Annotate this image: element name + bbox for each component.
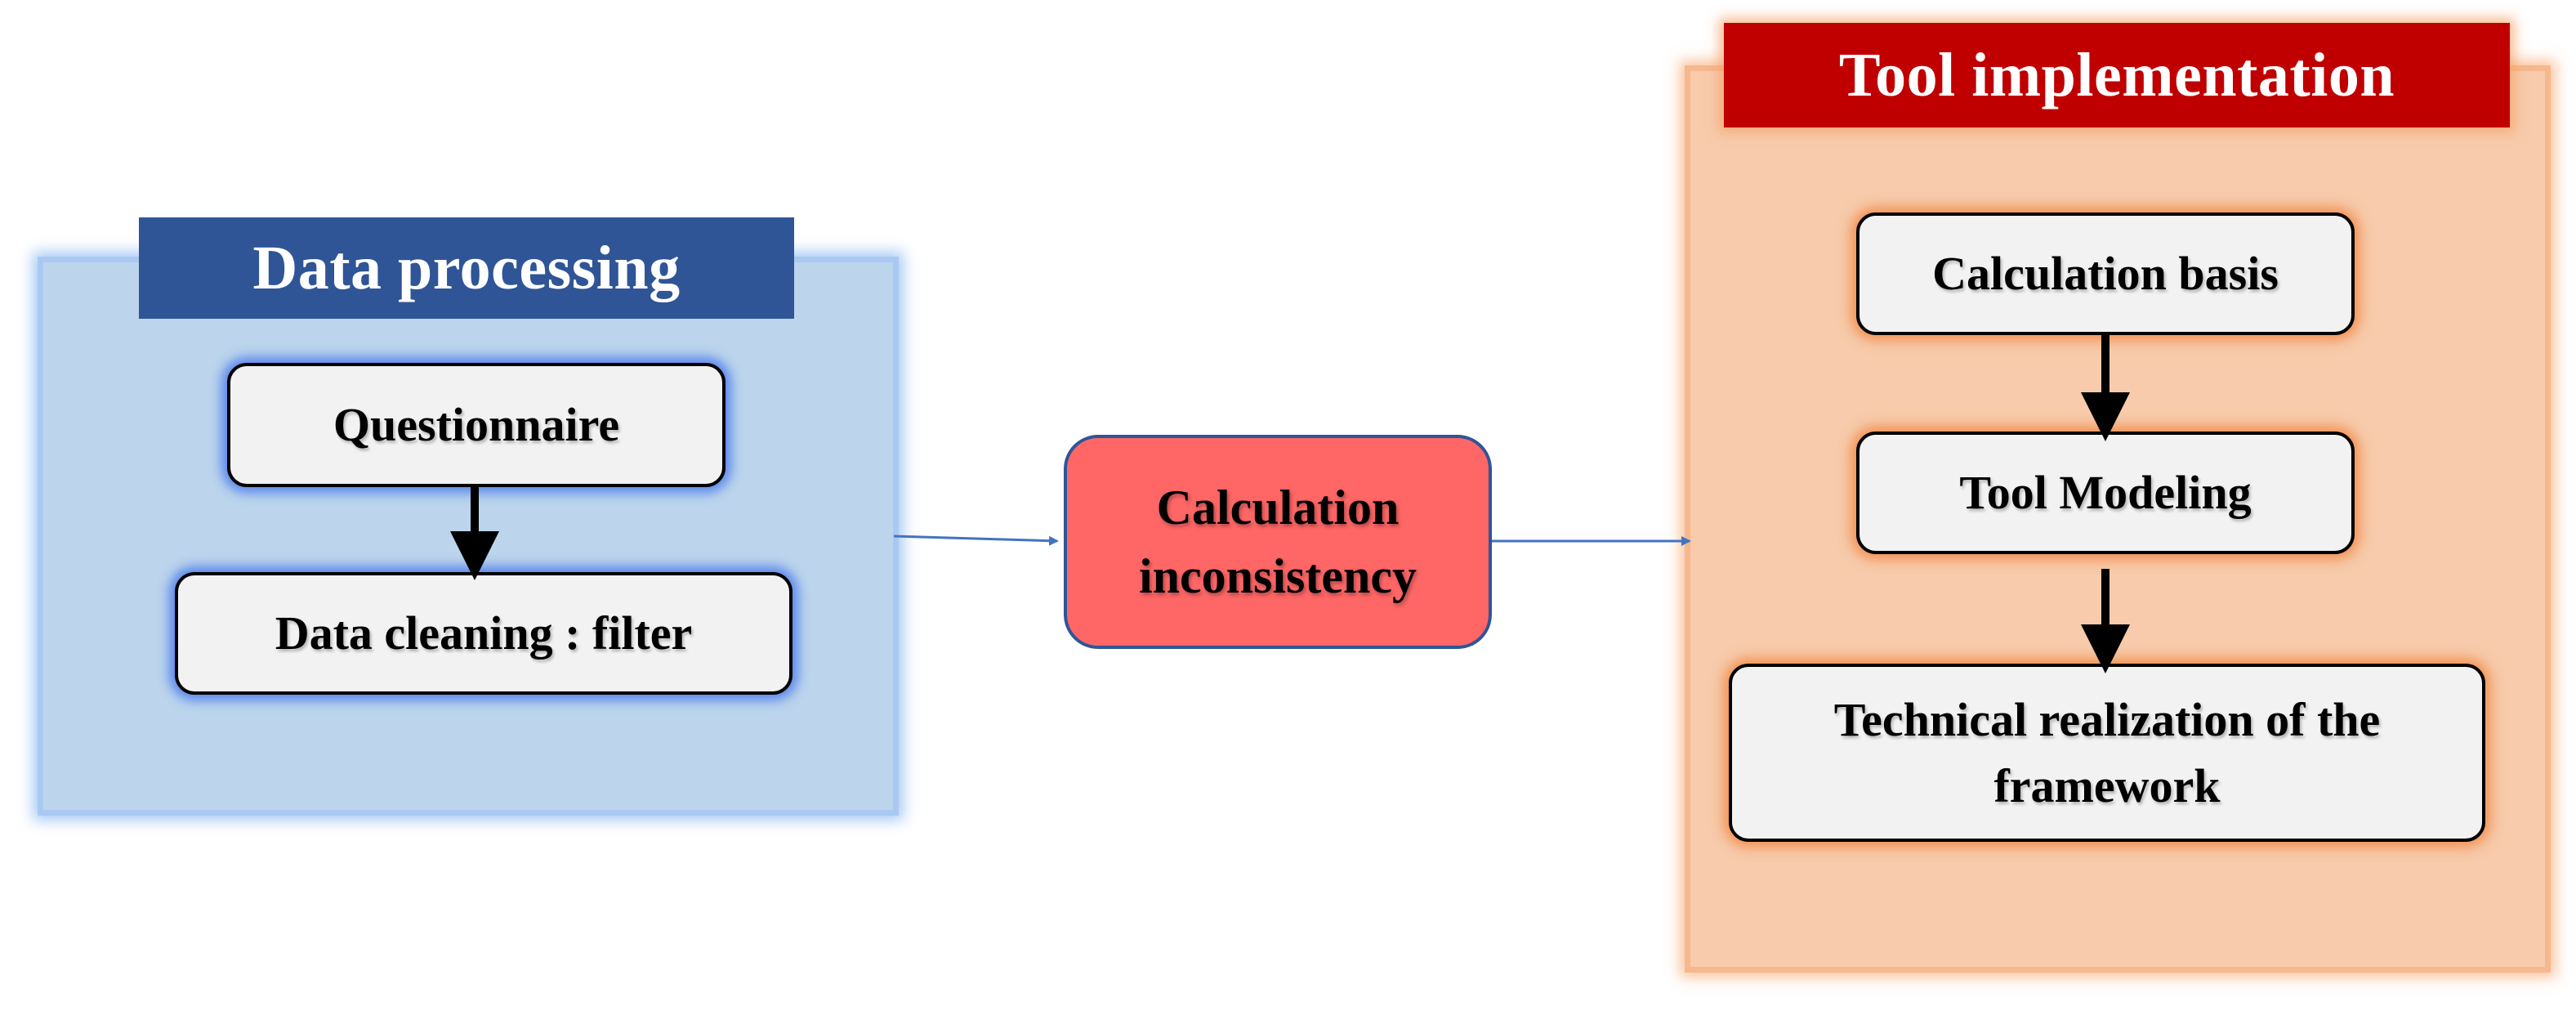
data-processing-title: Data processing: [139, 217, 794, 319]
arrow-data-to-calculation: [893, 535, 1059, 546]
questionnaire-node: Questionnaire: [227, 363, 725, 487]
calculation-basis-node: Calculation basis: [1856, 212, 2355, 335]
technical-realization-node: Technical realization of the framework: [1729, 664, 2485, 842]
tool-implementation-title: Tool implementation: [1724, 23, 2510, 127]
calculation-inconsistency-node: Calculation inconsistency: [1064, 435, 1492, 649]
data-cleaning-node: Data cleaning : filter: [175, 572, 792, 695]
tool-modeling-node: Tool Modeling: [1856, 432, 2355, 554]
data-processing-panel: [38, 257, 899, 816]
